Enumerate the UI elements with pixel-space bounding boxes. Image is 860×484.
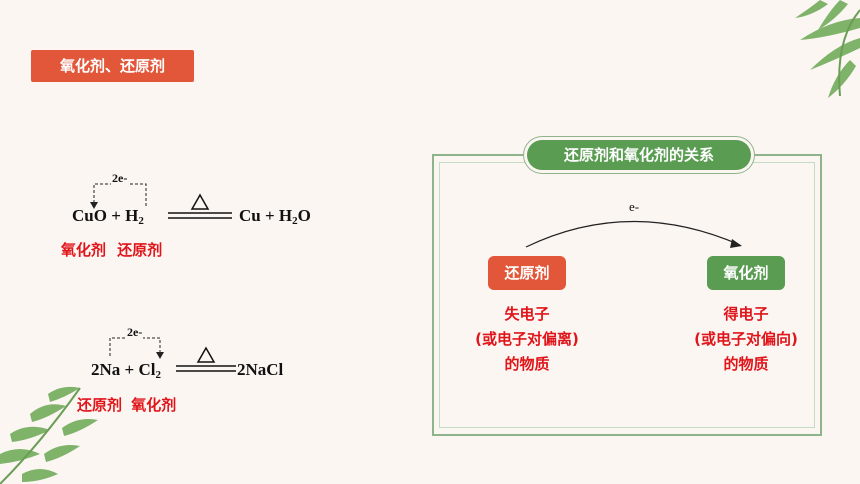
- heat-condition-icon-2: [176, 346, 236, 372]
- role-reducer-label: 还原剂: [117, 241, 163, 259]
- leaf-decoration-top-right: [795, 0, 860, 98]
- electron-count-label-1: 2e-: [111, 171, 129, 186]
- role-oxidizer-label: 氧化剂: [131, 396, 177, 414]
- formula-cuo: CuO: [72, 206, 107, 225]
- plus-sign: +: [111, 206, 121, 225]
- reducer-badge: 还原剂: [488, 256, 566, 290]
- role-oxidizer-label: 氧化剂: [61, 241, 107, 259]
- equation-2-left: 2Na + Cl2: [91, 360, 161, 381]
- reducer-desc-line: 的物质: [504, 355, 550, 373]
- relation-panel-title: 还原剂和氧化剂的关系: [527, 140, 751, 170]
- equation-1-left: CuO + H2: [72, 206, 144, 227]
- relation-panel-inner-border: [439, 162, 815, 428]
- role-reducer-label: 还原剂: [77, 396, 123, 414]
- reducer-desc-line: (或电子对偏离): [475, 330, 579, 348]
- formula-h2o: H2O: [278, 206, 311, 227]
- electron-count-label-2: 2e-: [126, 325, 144, 340]
- formula-h2: H2: [125, 206, 144, 227]
- section-title-badge: 氧化剂、还原剂: [31, 50, 194, 82]
- formula-2na: 2Na: [91, 360, 121, 379]
- electron-flow-arrow: [525, 220, 742, 248]
- oxidizer-description: 得电子 (或电子对偏向) 的物质: [656, 302, 836, 377]
- heat-condition-icon-1: [168, 193, 232, 219]
- oxidizer-badge: 氧化剂: [707, 256, 785, 290]
- equation-2-right: 2NaCl: [237, 360, 283, 380]
- electron-flow-label: e-: [629, 199, 640, 214]
- oxidizer-desc-line: 得电子: [723, 305, 769, 323]
- leaf-decoration-bottom-left: [0, 386, 98, 484]
- equation-2-roles: 还原剂 氧化剂: [77, 394, 176, 415]
- plus-sign: +: [264, 206, 275, 225]
- equation-1-roles: 氧化剂 还原剂: [61, 239, 162, 260]
- equation-1-right: Cu + H2O: [239, 206, 311, 227]
- formula-cu: Cu: [239, 206, 261, 225]
- formula-cl2: Cl2: [138, 360, 161, 381]
- oxidizer-desc-line: 的物质: [723, 355, 769, 373]
- reducer-desc-line: 失电子: [504, 305, 550, 323]
- plus-sign: +: [124, 360, 135, 379]
- oxidizer-desc-line: (或电子对偏向): [694, 330, 798, 348]
- reducer-description: 失电子 (或电子对偏离) 的物质: [437, 302, 617, 377]
- formula-2nacl: 2NaCl: [237, 360, 284, 379]
